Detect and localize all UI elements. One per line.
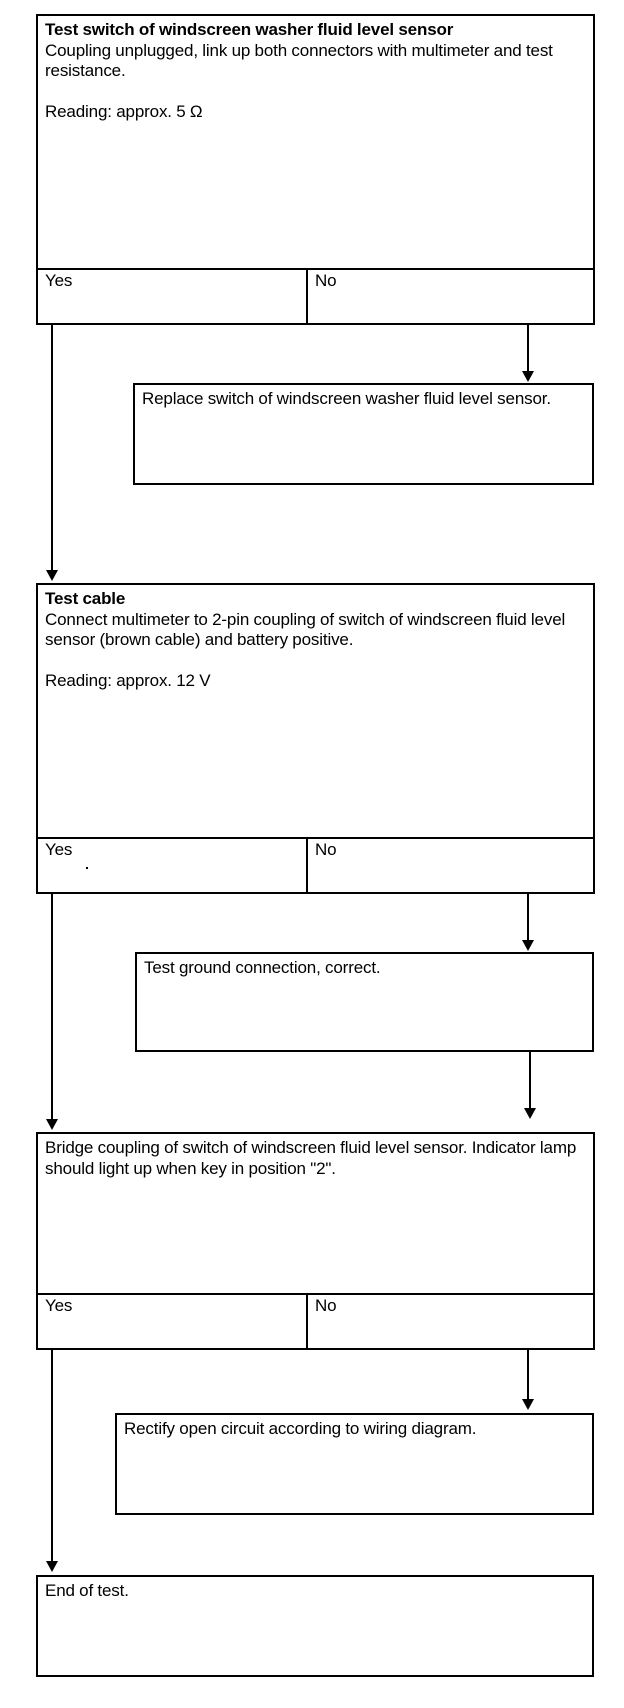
answer-yes-test-cable[interactable]: Yes (38, 839, 306, 892)
node-test-switch[interactable]: Test switch of windscreen washer fluid l… (36, 14, 595, 325)
node-test-switch-answers: Yes No (38, 268, 593, 323)
node-test-cable-text: Connect multimeter to 2-pin coupling of … (45, 609, 570, 650)
connector-test-cable-no (527, 894, 529, 942)
arrowhead-to-test-ground (522, 940, 534, 951)
spacer (45, 651, 587, 672)
arrowhead-to-bridge-coupling-right (524, 1108, 536, 1119)
node-replace-switch-body: Replace switch of windscreen washer flui… (135, 385, 592, 410)
arrowhead-to-test-cable (46, 570, 58, 581)
connector-bridge-coupling-no (527, 1350, 529, 1400)
node-rectify-open-circuit-text: Rectify open circuit according to wiring… (124, 1419, 477, 1438)
node-rectify-open-circuit-body: Rectify open circuit according to wiring… (117, 1415, 592, 1440)
node-bridge-coupling-text: Bridge coupling of switch of windscreen … (45, 1138, 581, 1178)
node-end-of-test-text: End of test. (45, 1581, 129, 1600)
node-rectify-open-circuit[interactable]: Rectify open circuit according to wiring… (115, 1413, 594, 1515)
connector-test-switch-no (527, 325, 529, 373)
node-test-cable[interactable]: Test cable Connect multimeter to 2-pin c… (36, 583, 595, 894)
connector-test-ground-down (529, 1052, 531, 1110)
spacer (45, 82, 587, 103)
node-test-cable-body: Test cable Connect multimeter to 2-pin c… (38, 585, 593, 692)
arrowhead-to-replace-switch (522, 371, 534, 382)
arrowhead-to-bridge-coupling-left (46, 1119, 58, 1130)
arrowhead-to-end-of-test (46, 1561, 58, 1572)
node-bridge-coupling-answers: Yes No (38, 1293, 593, 1348)
node-test-switch-text: Coupling unplugged, link up both connect… (45, 40, 558, 81)
arrowhead-to-rectify (522, 1399, 534, 1410)
answer-yes-label: Yes (45, 271, 73, 290)
node-test-cable-answers: Yes No (38, 837, 593, 892)
answer-no-label: No (315, 1296, 337, 1315)
answer-no-test-switch[interactable]: No (306, 270, 593, 323)
node-test-cable-reading: Reading: approx. 12 V (45, 671, 211, 690)
answer-yes-bridge-coupling[interactable]: Yes (38, 1295, 306, 1348)
scan-speck (86, 867, 88, 869)
connector-test-switch-yes (51, 325, 53, 571)
connector-test-cable-yes (51, 894, 53, 1120)
node-test-switch-reading: Reading: approx. 5 Ω (45, 102, 203, 121)
node-replace-switch[interactable]: Replace switch of windscreen washer flui… (133, 383, 594, 485)
node-test-ground[interactable]: Test ground connection, correct. (135, 952, 594, 1052)
answer-yes-label: Yes (45, 840, 73, 859)
connector-bridge-coupling-yes (51, 1350, 53, 1562)
node-end-of-test-body: End of test. (38, 1577, 592, 1602)
node-test-cable-heading: Test cable (45, 589, 126, 608)
answer-yes-label: Yes (45, 1296, 73, 1315)
node-replace-switch-text: Replace switch of windscreen washer flui… (142, 389, 551, 408)
node-test-ground-body: Test ground connection, correct. (137, 954, 592, 979)
answer-no-label: No (315, 271, 337, 290)
node-bridge-coupling[interactable]: Bridge coupling of switch of windscreen … (36, 1132, 595, 1350)
node-bridge-coupling-body: Bridge coupling of switch of windscreen … (38, 1134, 593, 1179)
answer-no-bridge-coupling[interactable]: No (306, 1295, 593, 1348)
node-test-ground-text: Test ground connection, correct. (144, 958, 381, 977)
node-test-switch-body: Test switch of windscreen washer fluid l… (38, 16, 593, 123)
node-test-switch-heading: Test switch of windscreen washer fluid l… (45, 20, 454, 39)
node-end-of-test[interactable]: End of test. (36, 1575, 594, 1677)
answer-yes-test-switch[interactable]: Yes (38, 270, 306, 323)
answer-no-test-cable[interactable]: No (306, 839, 593, 892)
answer-no-label: No (315, 840, 337, 859)
